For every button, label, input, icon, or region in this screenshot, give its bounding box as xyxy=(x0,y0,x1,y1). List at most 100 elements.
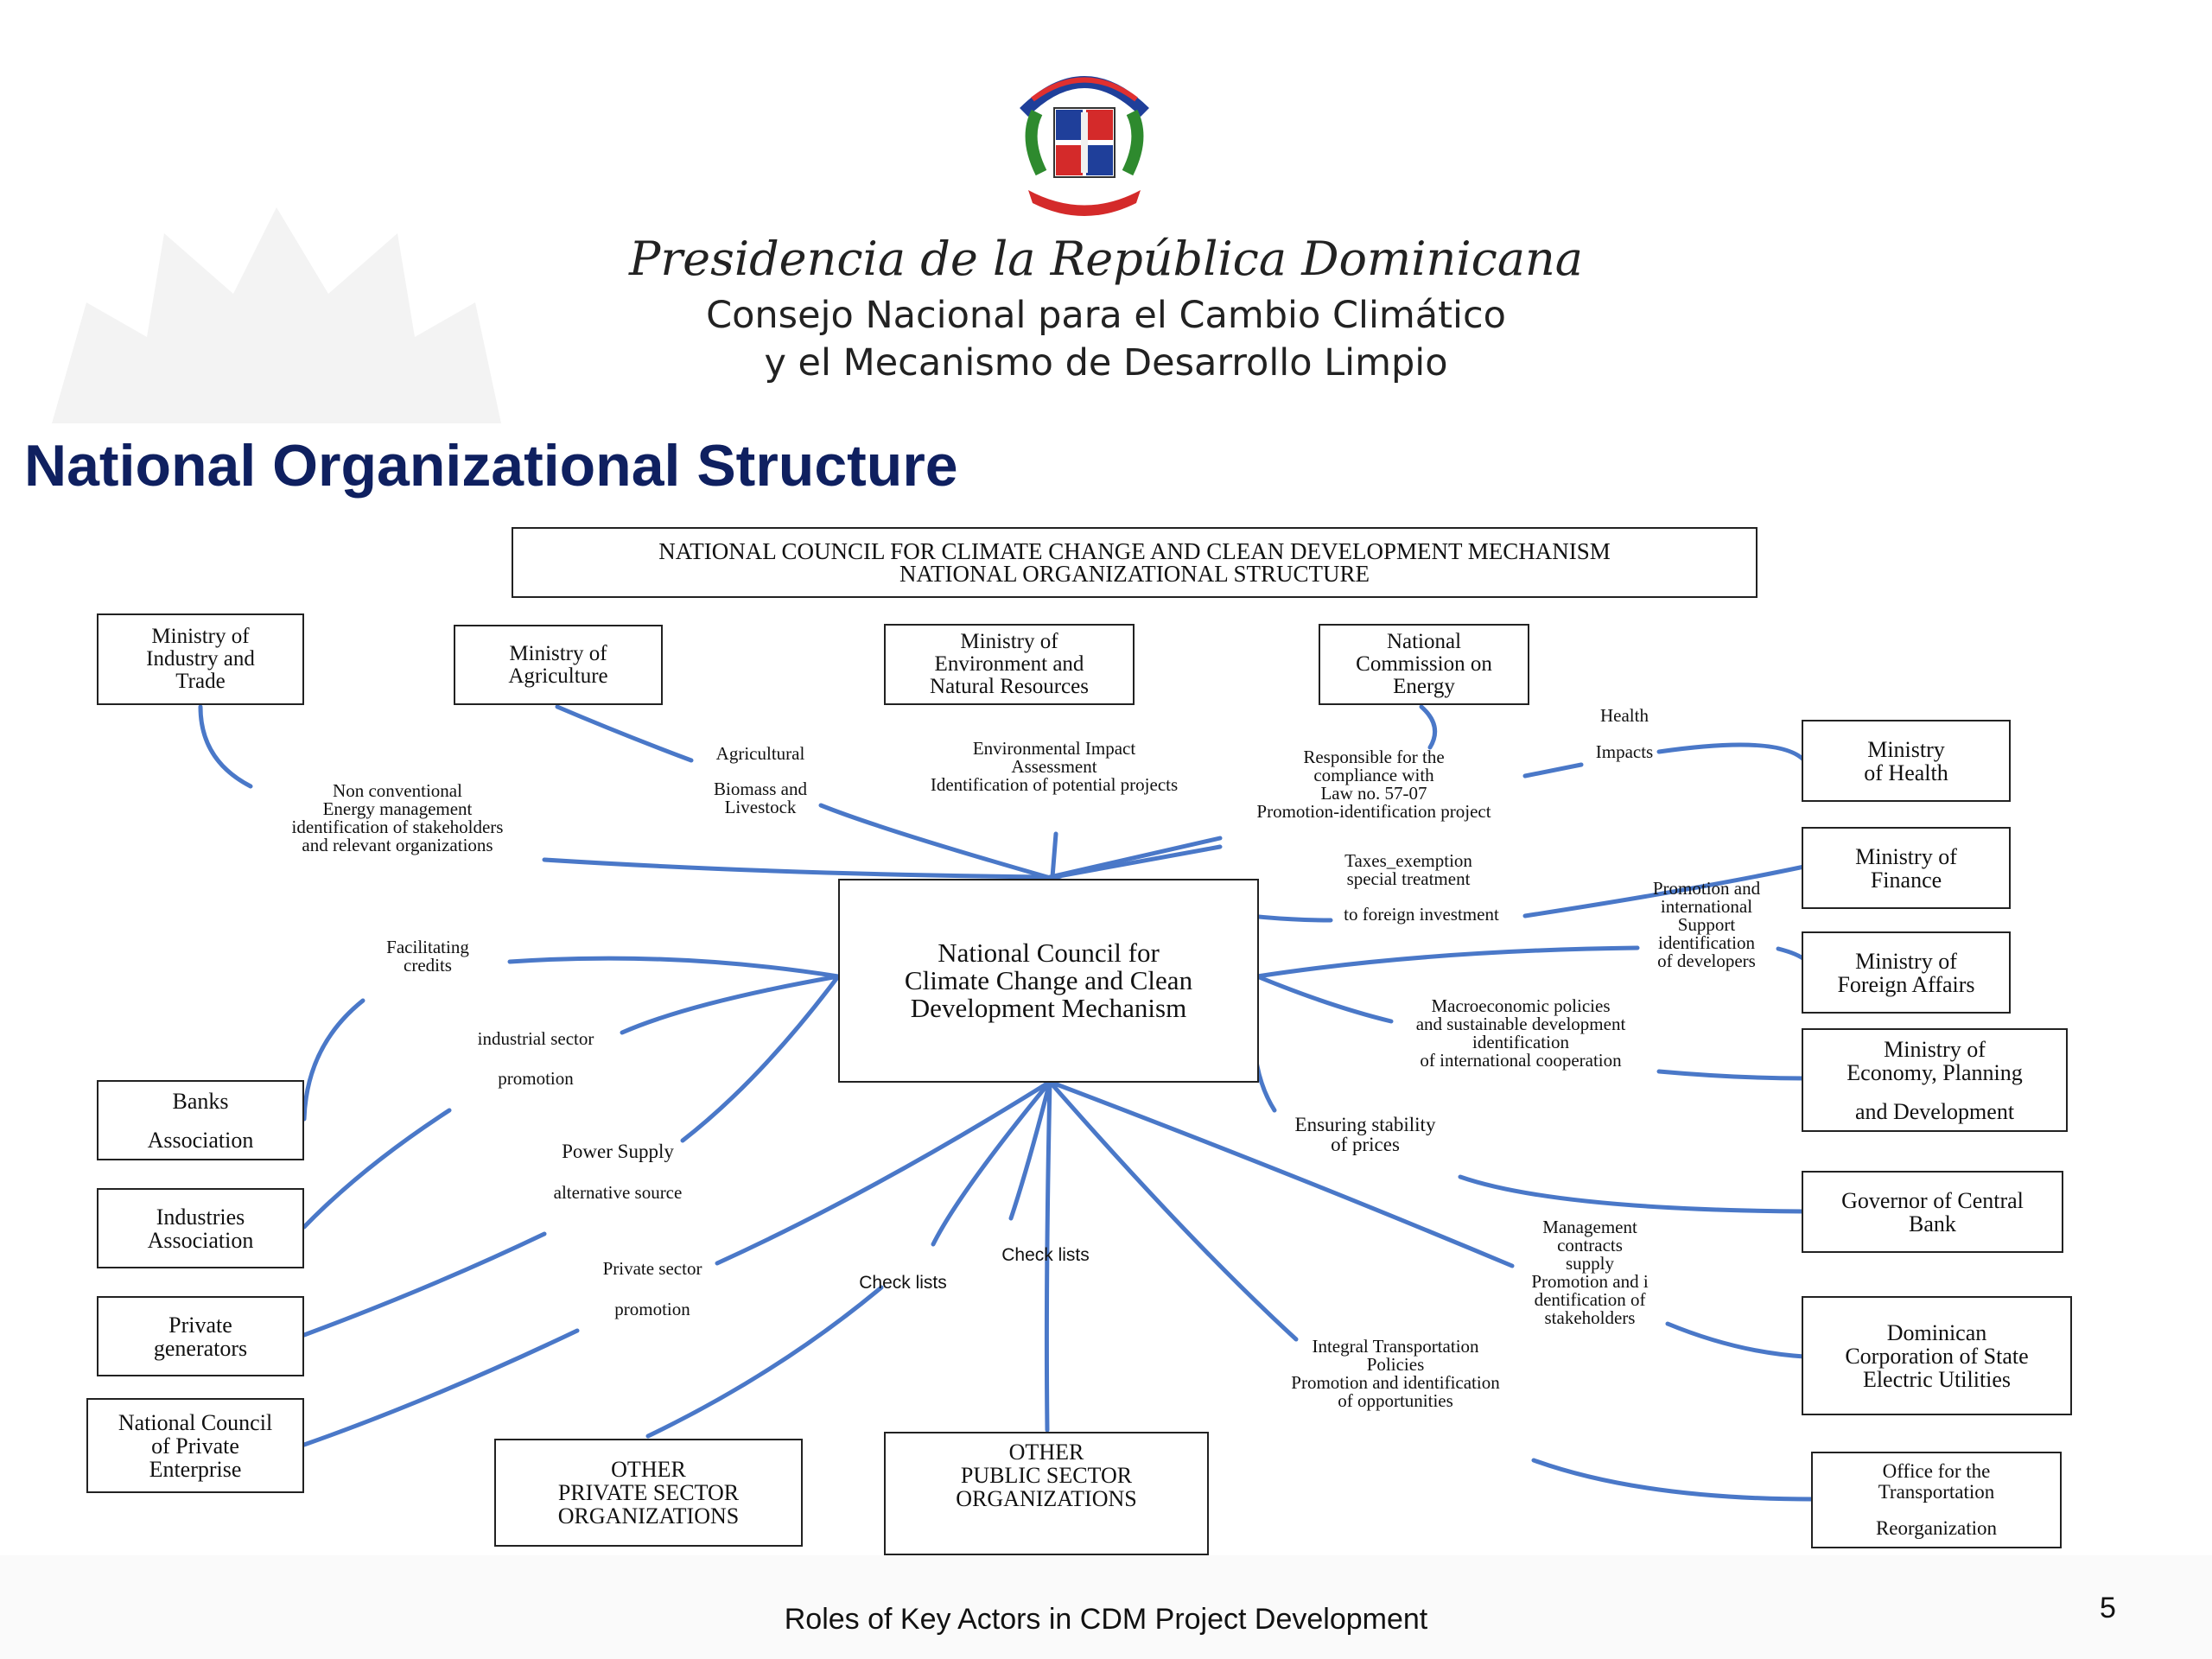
label-line: Promotion and identification xyxy=(1291,1372,1500,1393)
box-line: Ministry of xyxy=(509,641,607,665)
line-electric xyxy=(1665,1321,1807,1359)
box-line: Office for the xyxy=(1882,1460,1991,1482)
box-line: ORGANIZATIONS xyxy=(557,1503,740,1529)
coat-of-arms-emblem xyxy=(1020,76,1149,216)
consejo-line-1: Consejo Nacional para el Cambio Climátic… xyxy=(706,294,1506,337)
line-env xyxy=(1050,831,1058,880)
box-line: Finance xyxy=(1870,867,1942,893)
box-line: Ministry of xyxy=(1884,1036,1986,1062)
label-line: stakeholders xyxy=(1544,1307,1636,1328)
box-line: Ministry of xyxy=(1855,948,1957,974)
box-line: PRIVATE SECTOR xyxy=(557,1480,740,1505)
label-line: Support xyxy=(1677,914,1736,935)
line-checklists2 xyxy=(1008,1079,1052,1221)
label-facilitating-credits: Facilitating credits xyxy=(346,938,510,975)
central-line-3: Development Mechanism xyxy=(910,993,1187,1023)
slide-title: National Organizational Structure xyxy=(24,433,958,499)
label-line: Environmental Impact xyxy=(972,738,1136,759)
box-line: ORGANIZATIONS xyxy=(956,1486,1137,1511)
box-ministry-industry-trade: Ministry of Industry and Trade xyxy=(97,613,304,705)
box-line: Trade xyxy=(175,670,226,693)
box-line: Economy, Planning xyxy=(1847,1059,2023,1085)
line-other-private xyxy=(645,1285,884,1439)
box-line: Natural Resources xyxy=(930,675,1089,698)
box-governor-central-bank: Governor of Central Bank xyxy=(1802,1171,2063,1253)
label-line: Ensuring stability xyxy=(1294,1114,1436,1135)
line-industries xyxy=(302,1108,452,1230)
label-foreign-investment: to foreign investment xyxy=(1344,904,1499,925)
box-line: Association xyxy=(147,1127,254,1153)
label-check-lists-2: Check lists xyxy=(1001,1245,1090,1265)
box-line: of Health xyxy=(1864,760,1948,785)
box-transportation-office: Office for the Transportation Reorganiza… xyxy=(1811,1452,2062,1548)
label-line: supply xyxy=(1565,1253,1614,1274)
national-council-node: National Council for Climate Change and … xyxy=(838,879,1259,1083)
label-line: Integral Transportation xyxy=(1312,1336,1479,1357)
slide-footer: Roles of Key Actors in CDM Project Devel… xyxy=(784,1603,1428,1636)
box-line: Ministry of xyxy=(151,625,250,648)
box-line: National xyxy=(1386,630,1462,653)
label-line: and relevant organizations xyxy=(302,835,493,855)
label-agricultural: Agricultural xyxy=(715,743,805,764)
label-line: compliance with xyxy=(1313,765,1434,785)
label-line: of international cooperation xyxy=(1420,1050,1622,1071)
box-line: Dominican xyxy=(1886,1319,1987,1345)
box-industries-association: Industries Association xyxy=(97,1188,304,1268)
label-impacts: Impacts xyxy=(1595,741,1654,762)
line-health-a xyxy=(1522,762,1584,779)
box-line: National Council xyxy=(118,1409,273,1435)
label-line: Responsible for the xyxy=(1303,747,1445,767)
box-line: generators xyxy=(153,1335,248,1361)
line-economy xyxy=(1656,1069,1807,1081)
box-line: and Development xyxy=(1854,1098,2015,1124)
label-line: Law no. 57-07 xyxy=(1320,783,1427,804)
label-line: Energy management xyxy=(322,798,473,819)
page-number: 5 xyxy=(2100,1592,2116,1624)
footer-bar xyxy=(0,1555,2212,1659)
box-line: Industries xyxy=(156,1204,245,1230)
label-line: Promotion and i xyxy=(1531,1271,1649,1292)
box-line: Bank xyxy=(1909,1211,1956,1236)
box-ministry-agriculture: Ministry of Agriculture xyxy=(454,625,663,705)
box-line: Transportation xyxy=(1878,1481,1995,1503)
label-industrial-sector: industrial sector xyxy=(477,1028,594,1049)
label-macroeconomic: Macroeconomic policies and sustainable d… xyxy=(1374,997,1668,1070)
label-line: Policies xyxy=(1366,1354,1425,1375)
box-line: Ministry of xyxy=(960,630,1058,653)
box-line: Association xyxy=(147,1227,254,1253)
label-line: special treatment xyxy=(1346,868,1471,889)
box-other-private-sector: OTHER PRIVATE SECTOR ORGANIZATIONS xyxy=(494,1439,803,1547)
box-line: Corporation of State xyxy=(1845,1343,2029,1369)
line-transport-policies xyxy=(1047,1079,1299,1342)
label-health: Health xyxy=(1600,705,1649,726)
label-line: Biomass and xyxy=(714,779,807,799)
label-environmental-impact: Environmental Impact Assessment Identifi… xyxy=(881,740,1227,794)
box-national-council-private-enterprise: National Council of Private Enterprise xyxy=(86,1398,304,1493)
consejo-line-2: y el Mecanismo de Desarrollo Limpio xyxy=(764,341,1448,385)
line-energy xyxy=(1419,704,1438,750)
line-transport xyxy=(1531,1458,1815,1502)
box-state-electric-utilities: Dominican Corporation of State Electric … xyxy=(1802,1296,2072,1415)
label-line: Management xyxy=(1542,1217,1637,1237)
central-line-1: National Council for xyxy=(938,938,1160,968)
label-biomass: Biomass and Livestock xyxy=(683,780,838,817)
label-transportation-policies: Integral Transportation Policies Promoti… xyxy=(1253,1338,1538,1410)
diagram-banner: NATIONAL COUNCIL FOR CLIMATE CHANGE AND … xyxy=(512,527,1758,598)
label-promotion-industrial: promotion xyxy=(498,1068,574,1089)
box-line: Environment and xyxy=(934,652,1084,676)
box-line: Banks xyxy=(172,1088,229,1114)
label-promotion-private: promotion xyxy=(614,1299,690,1319)
label-line: contracts xyxy=(1557,1235,1623,1255)
box-line: OTHER xyxy=(1008,1440,1084,1465)
box-line: Foreign Affairs xyxy=(1837,971,1975,997)
label-line: Assessment xyxy=(1011,756,1097,777)
box-line: Private xyxy=(168,1312,232,1338)
central-line-2: Climate Change and Clean xyxy=(904,965,1193,995)
box-line: Reorganization xyxy=(1875,1517,1998,1539)
label-line: of prices xyxy=(1331,1134,1400,1155)
line-agriculture xyxy=(555,704,694,763)
line-private-gen xyxy=(302,1231,547,1338)
label-promotion-support: Promotion and international Support iden… xyxy=(1616,880,1797,970)
box-private-generators: Private generators xyxy=(97,1296,304,1376)
box-ministry-economy: Ministry of Economy, Planning and Develo… xyxy=(1802,1028,2068,1132)
